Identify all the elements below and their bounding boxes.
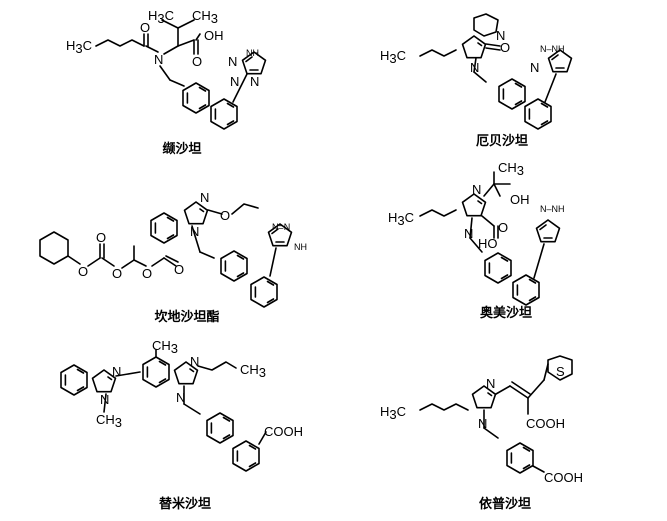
svg-text:N: N <box>190 224 199 239</box>
svg-text:NH: NH <box>246 48 259 58</box>
eprosartan-structure <box>419 355 573 474</box>
svg-text:COOH: COOH <box>544 470 583 485</box>
svg-text:O: O <box>174 262 184 277</box>
telmisartan-structure <box>60 349 267 472</box>
svg-text:COOH: COOH <box>264 424 303 439</box>
eprosartan-labels: H3C N N S COOH COOH <box>380 364 583 485</box>
svg-text:N: N <box>112 364 121 379</box>
svg-text:N: N <box>230 74 239 89</box>
telmisartan-labels: N N CH3 CH3 N N CH3 COOH <box>96 338 303 439</box>
svg-text:N–NH: N–NH <box>540 204 565 214</box>
svg-text:O: O <box>220 208 230 223</box>
candesartan-structure: O O O O O O <box>39 201 293 308</box>
caption-olmesartan: 奥美沙坦 <box>479 306 533 321</box>
svg-text:N: N <box>200 190 209 205</box>
svg-text:O: O <box>112 266 122 281</box>
svg-text:CH3: CH3 <box>240 362 266 380</box>
svg-text:H3C: H3C <box>66 38 92 56</box>
svg-text:O: O <box>78 264 88 279</box>
svg-text:OH: OH <box>204 28 224 43</box>
caption-irbesartan: 厄贝沙坦 <box>475 134 529 149</box>
svg-text:H3C: H3C <box>388 210 414 228</box>
svg-text:N: N <box>530 60 539 75</box>
olmesartan-labels: H3C N N CH3 OH HO O N–NH <box>388 160 565 251</box>
caption-telmisartan: 替米沙坦 <box>158 497 212 512</box>
svg-text:CH3: CH3 <box>498 160 524 178</box>
svg-text:O: O <box>140 20 150 35</box>
olmesartan-structure <box>419 171 561 306</box>
svg-text:NH: NH <box>294 242 307 252</box>
svg-text:N: N <box>100 392 109 407</box>
svg-text:N–NH: N–NH <box>540 44 565 54</box>
svg-text:O: O <box>96 230 106 245</box>
svg-text:N: N <box>464 226 473 241</box>
valsartan-labels: H3C H3C CH3 OH <box>66 8 224 56</box>
irbesartan-labels: H3C N O N N–NH N <box>380 28 565 75</box>
svg-text:N: N <box>250 74 259 89</box>
caption-eprosartan: 依普沙坦 <box>478 497 532 512</box>
svg-text:CH3: CH3 <box>192 8 218 26</box>
caption-candesartan: 坎地沙坦酯 <box>154 310 220 325</box>
svg-text:S: S <box>556 364 565 379</box>
svg-text:CH3: CH3 <box>96 412 122 430</box>
svg-text:N=N: N=N <box>272 222 290 232</box>
svg-text:HO: HO <box>478 236 498 251</box>
svg-text:N: N <box>486 376 495 391</box>
caption-valsartan: 缬沙坦 <box>162 142 202 157</box>
svg-text:N: N <box>154 52 163 67</box>
svg-text:O: O <box>142 266 152 281</box>
svg-text:OH: OH <box>510 192 530 207</box>
svg-text:CH3: CH3 <box>152 338 178 356</box>
svg-text:N: N <box>470 60 479 75</box>
svg-text:O: O <box>500 40 510 55</box>
svg-text:N: N <box>228 54 237 69</box>
svg-text:N: N <box>478 416 487 431</box>
irbesartan-structure <box>419 13 573 130</box>
svg-text:O: O <box>192 54 202 69</box>
svg-text:N: N <box>190 354 199 369</box>
candesartan-labels: N N N=N NH <box>190 190 307 252</box>
svg-text:H3C: H3C <box>380 404 406 422</box>
svg-text:N: N <box>176 390 185 405</box>
valsartan-structure: O N O NH N N N <box>95 19 267 130</box>
svg-text:N: N <box>496 28 505 43</box>
svg-text:H3C: H3C <box>380 48 406 66</box>
svg-text:H3C: H3C <box>148 8 174 26</box>
svg-text:N: N <box>472 182 481 197</box>
svg-text:O: O <box>498 220 508 235</box>
svg-text:COOH: COOH <box>526 416 565 431</box>
